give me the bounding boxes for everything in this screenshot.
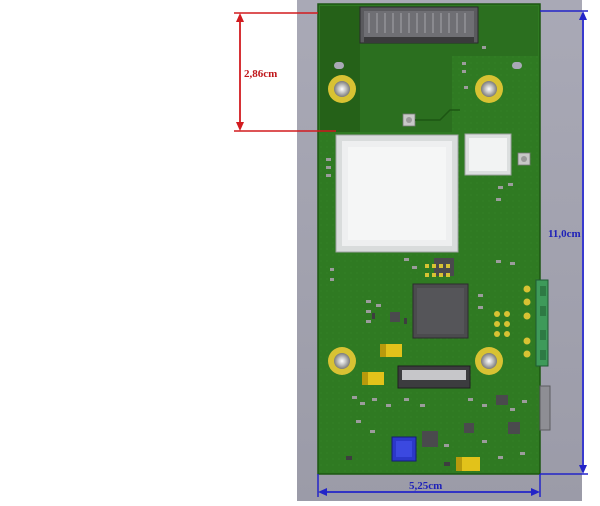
- fpc-connector-icon: [397, 365, 471, 389]
- corner-slot: [334, 62, 344, 69]
- ic-chip: [496, 395, 508, 405]
- main-chip: [412, 283, 469, 339]
- ic-chip: [508, 422, 520, 434]
- ic-chip: [464, 423, 474, 433]
- mounting-hole-icon: [475, 75, 503, 103]
- blue-component: [391, 436, 417, 462]
- ic-chip: [390, 312, 400, 322]
- board-width-label: 5,25cm: [409, 480, 443, 492]
- board-length-label: 11,0cm: [548, 228, 581, 240]
- connector-offset-label: 2,86cm: [244, 68, 278, 80]
- top-edge-connector: [359, 6, 479, 44]
- antenna-connector-icon: [517, 152, 531, 166]
- rf-shield-small: [464, 133, 512, 176]
- dimension-board-length: [540, 10, 588, 475]
- ic-chip: [422, 431, 438, 447]
- smd-components: [326, 46, 527, 459]
- antenna-connector-icon: [402, 113, 416, 127]
- usb-connector: [539, 385, 551, 431]
- dimension-board-width: [317, 474, 541, 497]
- header-pins: [425, 264, 450, 277]
- ic-chip: [434, 258, 454, 276]
- mounting-hole-icon: [328, 347, 356, 375]
- side-terminal-connector: [535, 279, 549, 367]
- mounting-hole-icon: [328, 75, 356, 103]
- header-pads: [494, 285, 531, 358]
- dimension-connector-offset: [234, 12, 336, 132]
- mounting-hole-icon: [475, 347, 503, 375]
- rf-shield-large: [335, 134, 459, 253]
- corner-slot: [512, 62, 522, 69]
